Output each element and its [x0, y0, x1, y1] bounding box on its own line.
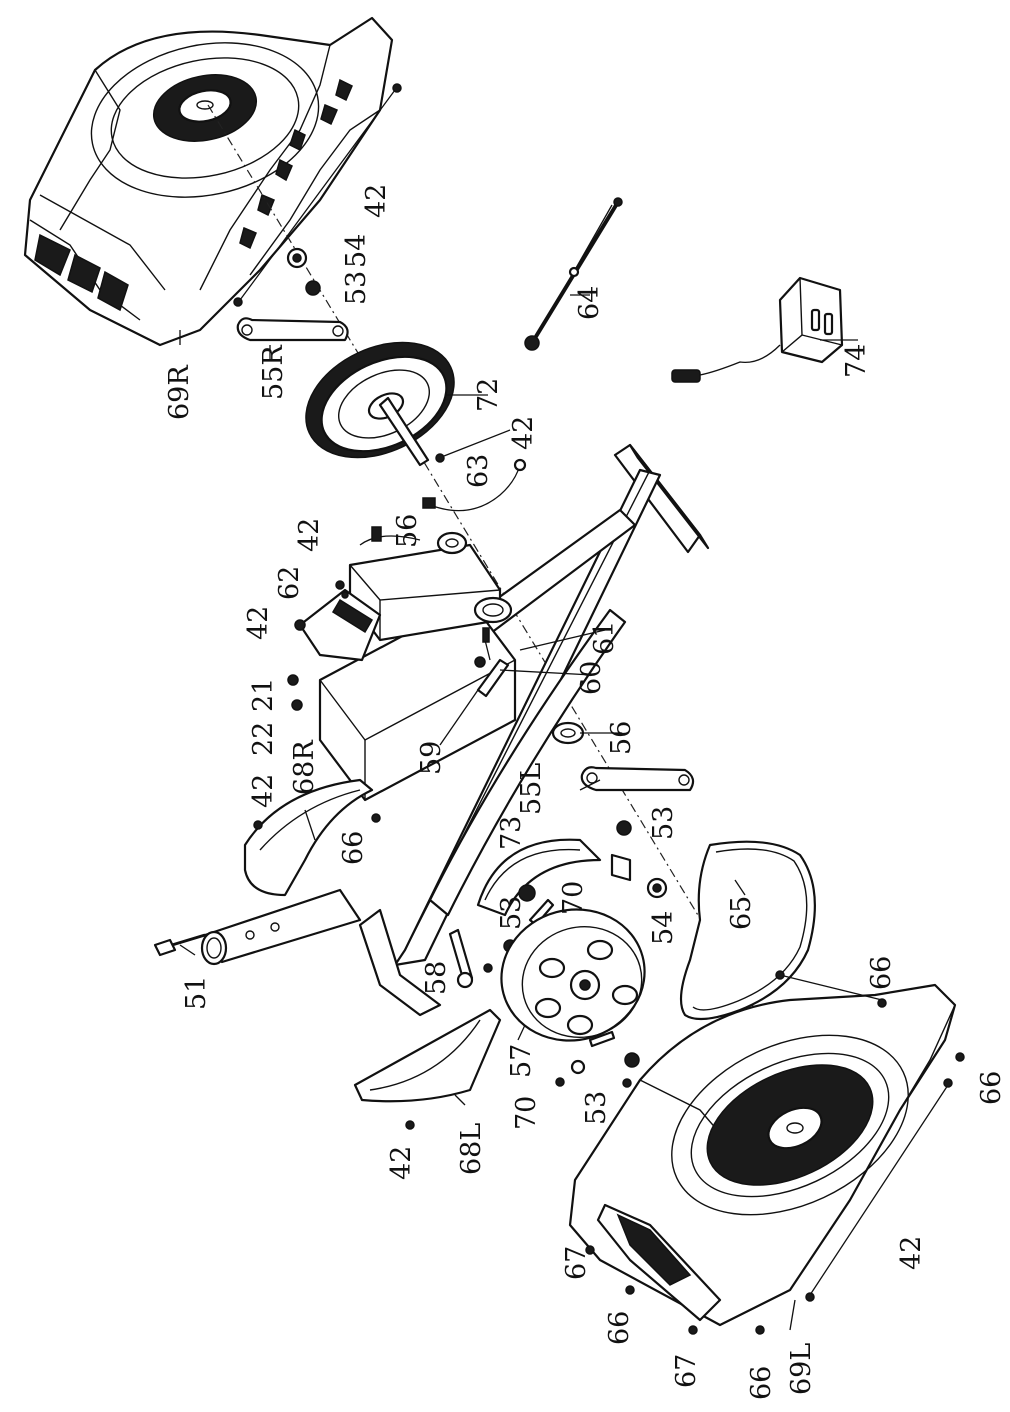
axle-bolts	[555, 1030, 640, 1087]
screw-42	[435, 453, 445, 463]
label-53: 53	[341, 271, 372, 305]
label-56: 56	[606, 721, 637, 755]
frame	[200, 443, 710, 1017]
label-68R: 68R	[289, 740, 320, 795]
right-cover-69R	[23, 16, 394, 347]
cable-63	[422, 458, 527, 512]
label-54: 54	[341, 234, 372, 268]
bearing-56	[551, 721, 585, 745]
label-21: 21	[248, 678, 279, 712]
bearing-53	[616, 820, 632, 836]
label-59: 59	[416, 741, 447, 775]
label-53: 53	[648, 806, 679, 840]
seat-post-51	[153, 933, 206, 957]
label-42: 42	[508, 416, 539, 450]
control-unit-62	[287, 588, 382, 711]
label-69R: 69R	[164, 365, 195, 420]
label-42: 42	[361, 184, 392, 218]
label-42: 42	[896, 1236, 927, 1270]
label-42: 42	[248, 774, 279, 808]
label-70: 70	[511, 1096, 542, 1130]
label-67: 67	[561, 1246, 592, 1280]
brake-parts	[474, 627, 510, 698]
label-58: 58	[421, 961, 452, 995]
crank-55R	[236, 317, 349, 342]
label-42: 42	[294, 518, 325, 552]
label-66: 66	[746, 1366, 777, 1400]
label-68L: 68L	[456, 1123, 487, 1175]
screw-42	[233, 83, 402, 307]
left-cover-69L	[568, 983, 957, 1327]
label-66: 66	[338, 831, 369, 865]
label-57: 57	[506, 1044, 537, 1078]
label-60: 60	[576, 661, 607, 695]
label-55L: 55L	[516, 763, 547, 815]
label-65: 65	[726, 896, 757, 930]
rod-64	[524, 197, 623, 351]
label-54: 54	[648, 911, 679, 945]
part-labels: 42 54 53 69R 55R 72 42 63 64 74 56 42 62…	[164, 184, 1007, 1400]
label-42: 42	[386, 1146, 417, 1180]
label-73: 73	[496, 816, 527, 850]
label-70: 70	[558, 881, 589, 915]
bearing-56	[436, 531, 468, 555]
guard-68L	[353, 1008, 502, 1103]
leader-lines	[179, 294, 858, 1331]
bearing-53	[305, 280, 321, 296]
label-51: 51	[181, 976, 212, 1010]
adapter-74	[671, 276, 844, 383]
crank-55L	[580, 766, 695, 792]
label-66: 66	[604, 1311, 635, 1345]
label-64: 64	[574, 286, 605, 320]
label-55R: 55R	[258, 345, 289, 400]
label-42: 42	[243, 606, 274, 640]
pulley-72	[305, 341, 455, 467]
label-53: 53	[496, 896, 527, 930]
label-22: 22	[248, 722, 279, 756]
guard-68R	[243, 778, 374, 897]
label-63: 63	[463, 454, 494, 488]
label-61: 61	[589, 621, 620, 655]
label-69L: 69L	[786, 1343, 817, 1395]
label-67: 67	[671, 1354, 702, 1388]
label-66: 66	[976, 1071, 1007, 1105]
label-66: 66	[866, 956, 897, 990]
label-62: 62	[274, 566, 305, 600]
label-56: 56	[392, 514, 423, 548]
label-53: 53	[581, 1091, 612, 1125]
label-74: 74	[841, 344, 872, 378]
flywheel-57	[500, 908, 646, 1042]
